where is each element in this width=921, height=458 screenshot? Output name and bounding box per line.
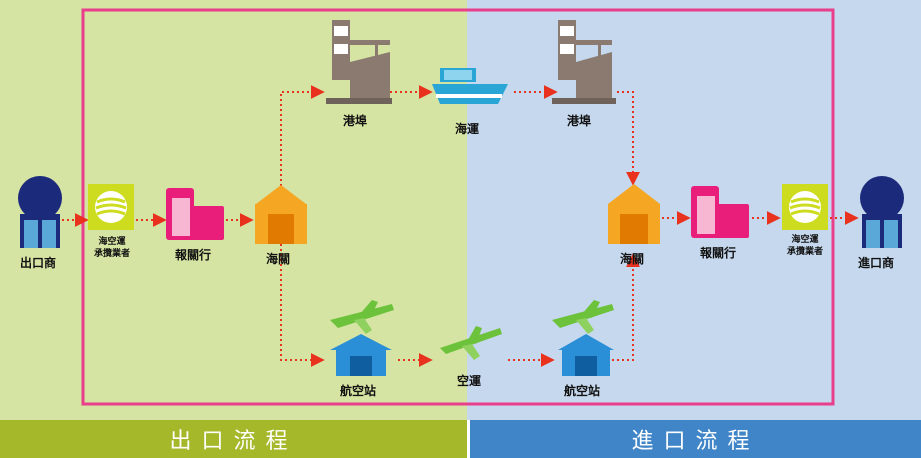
export-background — [0, 0, 467, 420]
export-band — [0, 420, 467, 458]
arrow-airport-customs — [612, 253, 640, 361]
broker-import-label: 報關行 — [700, 246, 737, 260]
port-import-label: 港埠 — [567, 114, 592, 128]
air-transport-label: 空運 — [457, 374, 482, 388]
airport-export-label: 航空站 — [340, 384, 377, 398]
plane-import-icon — [552, 300, 614, 334]
arrow-customs-port — [280, 85, 325, 186]
forwarder-import-label: 海空運 承攬業者 — [779, 234, 831, 258]
export-process-title: 出口流程 — [169, 429, 298, 454]
ship-icon — [432, 68, 508, 104]
forwarder-export-line2: 承攬業者 — [93, 249, 130, 259]
port-export-icon — [326, 20, 392, 104]
import-process-title: 進口流程 — [631, 429, 760, 454]
arrow-customs-airport — [280, 244, 325, 367]
customs-export-label: 海關 — [266, 252, 291, 266]
broker-import-icon — [691, 186, 749, 238]
sea-transport-label: 海運 — [455, 122, 480, 136]
airport-import-label: 航空站 — [564, 384, 601, 398]
importer-person-icon — [860, 176, 904, 248]
port-import-icon — [552, 20, 616, 104]
customs-import-icon — [608, 184, 660, 244]
forwarder-import-icon — [782, 184, 828, 230]
import-band — [470, 420, 921, 458]
plane-export-icon — [330, 300, 394, 334]
process-frame — [81, 8, 835, 406]
forwarder-import-line1: 海空運 — [791, 235, 819, 245]
airport-export-icon — [330, 334, 392, 376]
broker-export-icon — [166, 188, 224, 240]
exporter-person-icon — [18, 176, 62, 248]
importer-label: 進口商 — [858, 256, 895, 270]
forwarder-export-label: 海空運 承攬業者 — [86, 236, 138, 260]
customs-import-label: 海關 — [620, 252, 645, 266]
customs-export-icon — [255, 185, 307, 244]
arrow-port-customs — [617, 91, 640, 186]
port-export-label: 港埠 — [343, 114, 368, 128]
exporter-label: 出口商 — [20, 256, 57, 270]
broker-export-label: 報關行 — [175, 248, 212, 262]
airport-import-icon — [558, 334, 614, 376]
forwarder-import-line2: 承攬業者 — [786, 247, 823, 257]
flow-arrows — [62, 85, 859, 367]
forwarder-export-icon — [88, 184, 134, 230]
forwarder-export-line1: 海空運 — [98, 237, 126, 247]
plane-transit-icon — [440, 326, 502, 360]
